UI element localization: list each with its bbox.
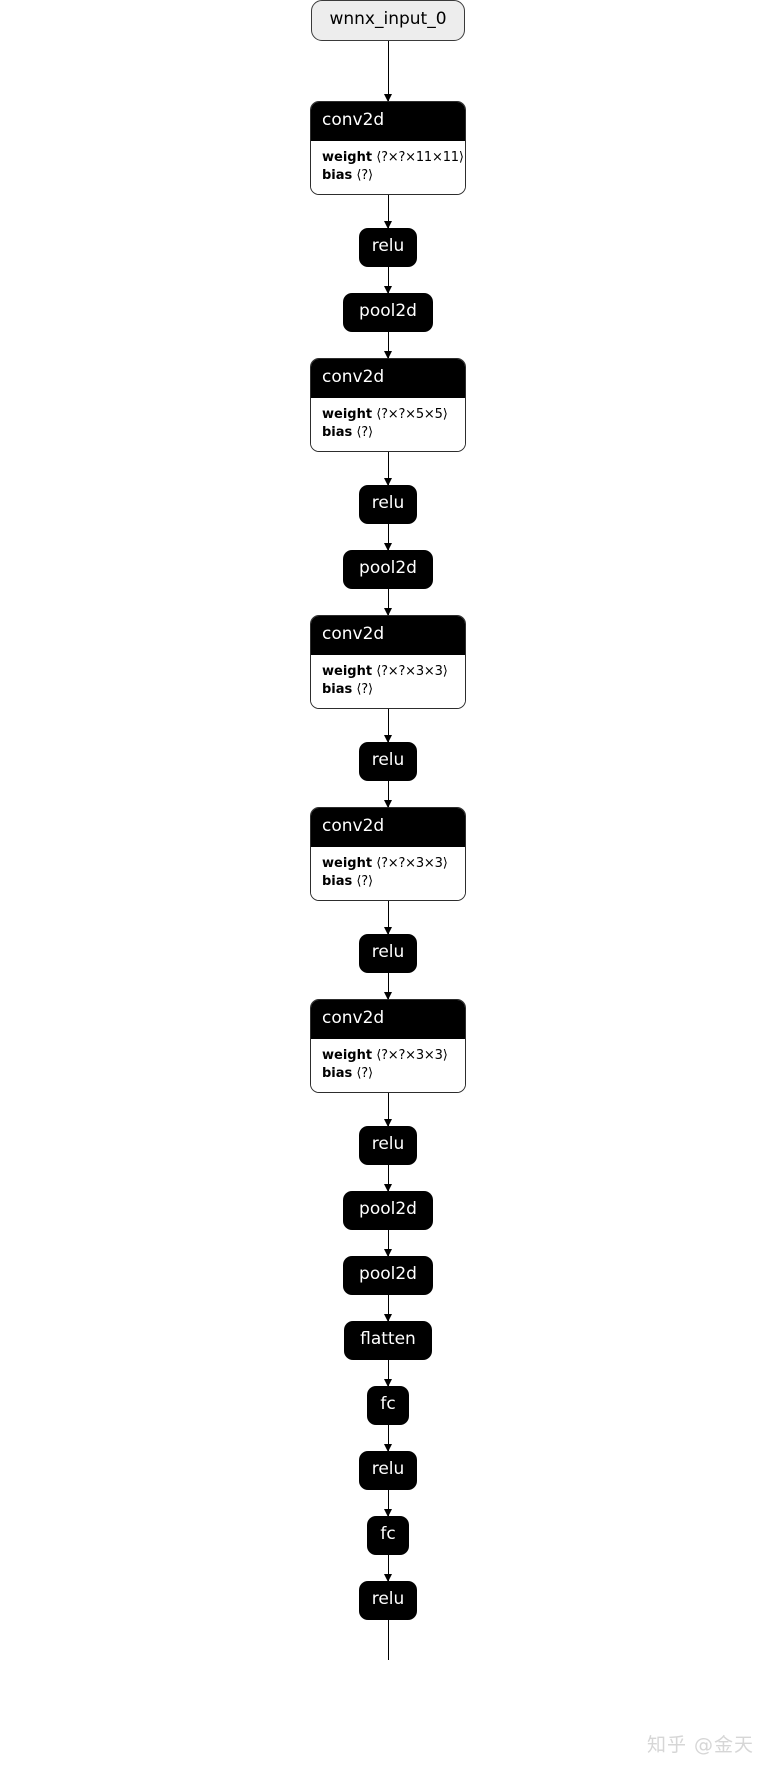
param-row-bias: bias ⟨?⟩ (322, 424, 456, 442)
graph-node-relu[interactable]: relu (358, 1450, 418, 1490)
graph-node-fc[interactable]: fc (367, 1385, 409, 1425)
edge-connector (387, 1554, 389, 1581)
param-value: ⟨?⟩ (356, 425, 373, 441)
param-row-weight: weight ⟨?×?×11×11⟩ (322, 149, 464, 167)
graph-node-relu[interactable]: relu (358, 227, 418, 267)
param-key: bias (322, 874, 353, 890)
graph-node-conv2d[interactable]: conv2d weight ⟨?×?×3×3⟩ bias ⟨?⟩ (310, 806, 466, 901)
graph-node-pool2d[interactable]: pool2d (343, 292, 433, 332)
edge-connector (387, 451, 389, 485)
edge-connector (387, 1229, 389, 1256)
conv2d-params: weight ⟨?×?×5×5⟩ bias ⟨?⟩ (311, 397, 465, 451)
edge-connector (387, 588, 389, 615)
param-key: bias (322, 682, 353, 698)
param-key: weight (322, 150, 373, 165)
edge-connector (387, 1424, 389, 1451)
param-row-bias: bias ⟨?⟩ (322, 681, 456, 699)
param-row-bias: bias ⟨?⟩ (322, 167, 456, 185)
param-key: bias (322, 1066, 353, 1082)
node-flow: wnnx_input_0 conv2d weight ⟨?×?×11×11⟩ b… (0, 0, 776, 1660)
edge-connector (387, 41, 389, 101)
param-value: ⟨?⟩ (356, 1066, 373, 1082)
param-row-bias: bias ⟨?⟩ (322, 1065, 456, 1083)
edge-connector (387, 780, 389, 807)
conv2d-title: conv2d (311, 807, 465, 847)
edge-connector (387, 523, 389, 550)
param-key: weight (322, 406, 373, 422)
watermark: 知乎 @金天 (646, 1734, 754, 1756)
edge-connector (387, 1164, 389, 1191)
conv2d-params: weight ⟨?×?×3×3⟩ bias ⟨?⟩ (311, 846, 465, 900)
edge-connector (387, 1092, 389, 1126)
graph-node-fc[interactable]: fc (367, 1515, 409, 1555)
graph-node-conv2d[interactable]: conv2d weight ⟨?×?×11×11⟩ bias ⟨?⟩ (310, 101, 466, 195)
graph-node-pool2d[interactable]: pool2d (343, 549, 433, 589)
param-value: ⟨?×?×3×3⟩ (376, 1047, 448, 1063)
graph-node-relu[interactable]: relu (358, 1125, 418, 1165)
param-key: weight (322, 1047, 373, 1063)
graph-node-pool2d[interactable]: pool2d (343, 1190, 433, 1230)
param-key: bias (322, 168, 353, 184)
param-value: ⟨?×?×3×3⟩ (376, 855, 448, 871)
edge-connector (387, 266, 389, 293)
conv2d-params: weight ⟨?×?×3×3⟩ bias ⟨?⟩ (311, 654, 465, 708)
conv2d-params: weight ⟨?×?×11×11⟩ bias ⟨?⟩ (311, 141, 465, 194)
edge-connector (387, 1359, 389, 1386)
edge-connector-cutoff (387, 1619, 389, 1660)
param-key: weight (322, 855, 373, 871)
edge-connector (387, 708, 389, 742)
edge-connector (387, 1294, 389, 1321)
param-row-bias: bias ⟨?⟩ (322, 873, 456, 891)
param-value: ⟨?×?×5×5⟩ (376, 406, 448, 422)
param-row-weight: weight ⟨?×?×3×3⟩ (322, 1047, 456, 1065)
graph-node-input[interactable]: wnnx_input_0 (311, 0, 465, 41)
graph-node-conv2d[interactable]: conv2d weight ⟨?×?×3×3⟩ bias ⟨?⟩ (310, 614, 466, 709)
edge-connector (387, 194, 389, 228)
graph-node-relu[interactable]: relu (358, 1580, 418, 1620)
param-row-weight: weight ⟨?×?×3×3⟩ (322, 855, 456, 873)
edge-connector (387, 972, 389, 999)
edge-connector (387, 331, 389, 358)
param-row-weight: weight ⟨?×?×3×3⟩ (322, 663, 456, 681)
conv2d-params: weight ⟨?×?×3×3⟩ bias ⟨?⟩ (311, 1038, 465, 1092)
conv2d-title: conv2d (311, 999, 465, 1039)
graph-node-relu[interactable]: relu (358, 741, 418, 781)
graph-node-conv2d[interactable]: conv2d weight ⟨?×?×5×5⟩ bias ⟨?⟩ (310, 357, 466, 452)
param-row-weight: weight ⟨?×?×5×5⟩ (322, 406, 456, 424)
graph-node-pool2d[interactable]: pool2d (343, 1255, 433, 1295)
edge-connector (387, 900, 389, 934)
conv2d-title: conv2d (311, 615, 465, 655)
param-value: ⟨?×?×3×3⟩ (376, 663, 448, 679)
conv2d-title: conv2d (311, 102, 465, 141)
graph-node-relu[interactable]: relu (358, 933, 418, 973)
edge-connector (387, 1489, 389, 1516)
param-value: ⟨?⟩ (356, 682, 373, 698)
param-key: bias (322, 425, 353, 441)
conv2d-title: conv2d (311, 358, 465, 398)
graph-node-relu[interactable]: relu (358, 484, 418, 524)
graph-node-flatten[interactable]: flatten (344, 1320, 432, 1360)
param-value: ⟨?⟩ (356, 168, 373, 184)
param-value: ⟨?⟩ (356, 874, 373, 890)
param-value: ⟨?×?×11×11⟩ (376, 150, 464, 165)
param-key: weight (322, 663, 373, 679)
graph-node-conv2d[interactable]: conv2d weight ⟨?×?×3×3⟩ bias ⟨?⟩ (310, 998, 466, 1093)
